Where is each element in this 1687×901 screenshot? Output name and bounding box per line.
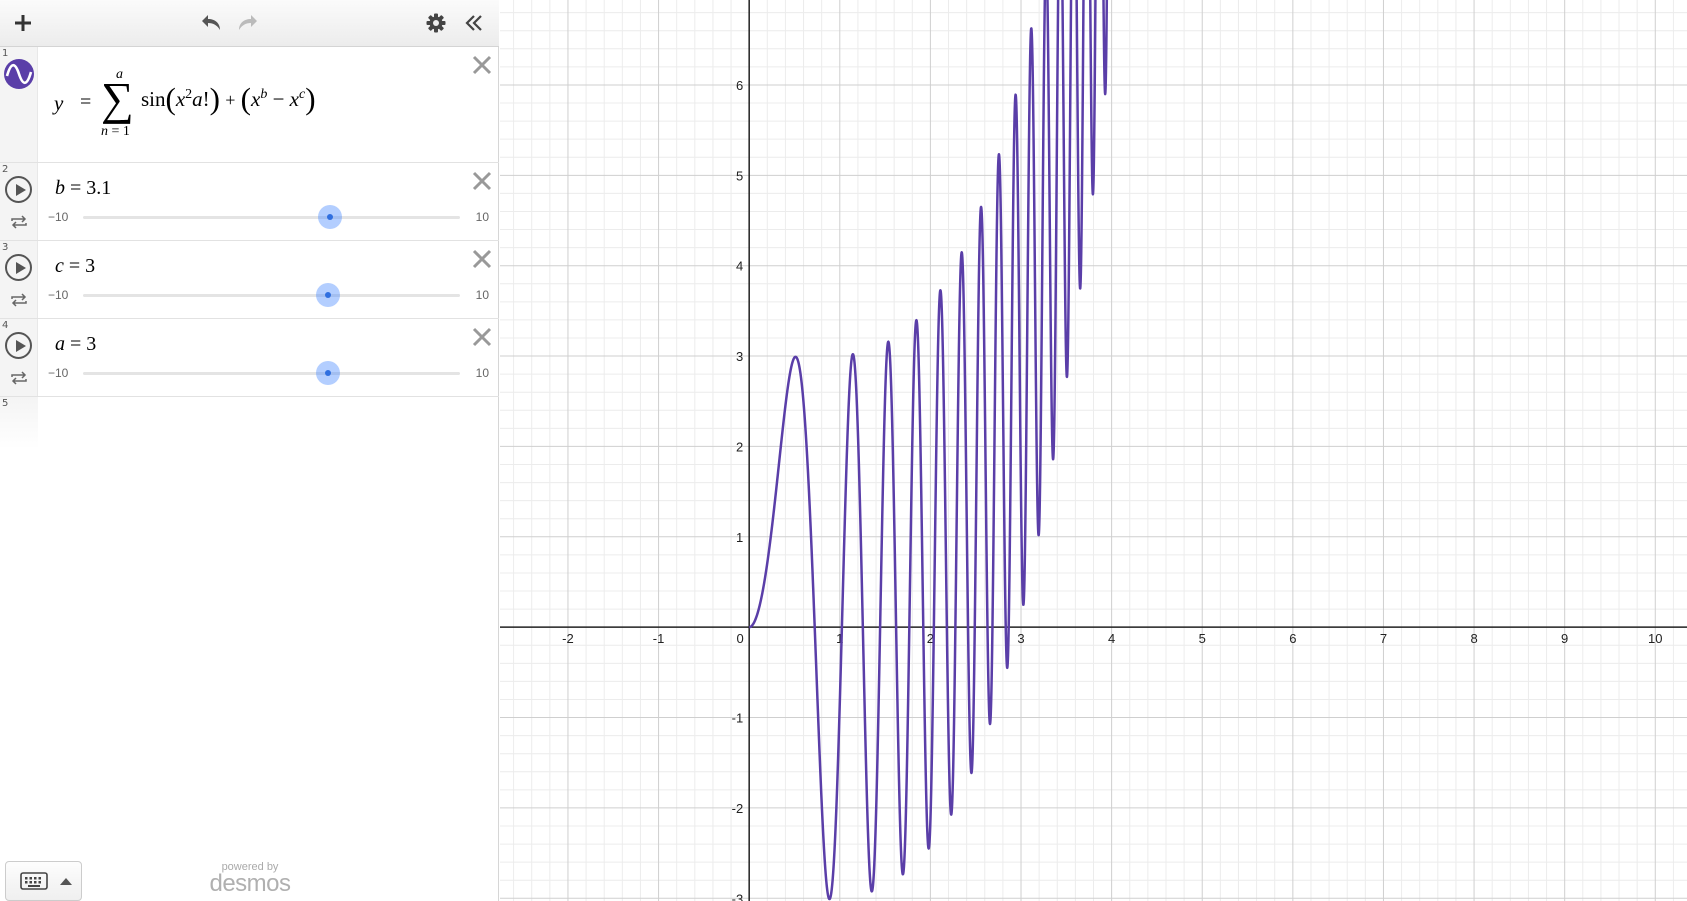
expression-item-3[interactable]: 3 c = 3 −10 10: [0, 241, 499, 319]
y-tick-label: 4: [736, 259, 743, 274]
x-tick-label: 8: [1470, 631, 1477, 646]
expression-item-2[interactable]: 2 b = 3.1 −10 10: [0, 163, 499, 241]
x-tick-label: 0: [737, 631, 744, 646]
x-tick-label: 2: [927, 631, 934, 646]
x-tick-label: 1: [836, 631, 843, 646]
expression-gutter: 2: [0, 163, 38, 240]
slider-min[interactable]: −10: [48, 210, 69, 224]
expression-list: 1 y = a ∑ n = 1 sin(x2a!) + (xb − xc): [0, 47, 499, 449]
keyboard-toggle-button[interactable]: [5, 861, 82, 901]
plus-icon[interactable]: [8, 8, 38, 38]
slider-max[interactable]: 10: [475, 210, 489, 224]
expression-formula[interactable]: y = a ∑ n = 1 sin(x2a!) + (xb − xc): [54, 67, 414, 147]
slider: −10 10: [38, 361, 499, 385]
x-tick-label: -1: [653, 631, 665, 646]
tick-labels: -2 -1 0 1 2 3 4 5 6 7 8 9 10 -3 -2 -1 1 2 3 4 5 6: [562, 78, 1662, 901]
expression-panel: 1 y = a ∑ n = 1 sin(x2a!) + (xb − xc): [0, 0, 499, 901]
expression-number: 5: [2, 398, 9, 409]
close-icon[interactable]: [471, 54, 493, 76]
slider-track[interactable]: [83, 283, 460, 307]
gear-icon[interactable]: [421, 8, 451, 38]
sum-sigma: ∑: [101, 73, 134, 124]
expression-number: 3: [2, 242, 9, 253]
close-icon[interactable]: [471, 170, 493, 192]
play-icon[interactable]: [5, 176, 32, 203]
expression-item-1[interactable]: 1 y = a ∑ n = 1 sin(x2a!) + (xb − xc): [0, 47, 499, 163]
slider-handle[interactable]: [317, 205, 342, 229]
play-icon[interactable]: [5, 332, 32, 359]
sum-upper-limit: a: [116, 67, 123, 82]
slider-formula[interactable]: b = 3.1: [55, 177, 112, 199]
function-curve[interactable]: [748, 0, 1140, 901]
y-tick-label: 1: [736, 530, 743, 545]
powered-by-text: powered by: [221, 861, 279, 873]
undo-icon[interactable]: [195, 8, 225, 38]
x-tick-label: 7: [1380, 631, 1387, 646]
expression-gutter: 5: [0, 397, 38, 449]
slider-formula[interactable]: a = 3: [55, 333, 97, 355]
slider-min[interactable]: −10: [48, 366, 69, 380]
axes: [500, 0, 1687, 901]
slider-formula[interactable]: c = 3: [55, 255, 96, 277]
close-icon[interactable]: [471, 248, 493, 270]
x-tick-label: 5: [1199, 631, 1206, 646]
graph-paper[interactable]: -2 -1 0 1 2 3 4 5 6 7 8 9 10 -3 -2 -1 1 2 3 4 5 6: [500, 0, 1687, 901]
slider-max[interactable]: 10: [475, 288, 489, 302]
loop-icon[interactable]: [10, 293, 28, 307]
formula-body: sin(x2a!) + (xb − xc): [141, 81, 316, 116]
slider-track[interactable]: [83, 205, 460, 229]
slider-max[interactable]: 10: [475, 366, 489, 380]
formula-lhs: y: [54, 91, 64, 115]
loop-icon[interactable]: [10, 215, 28, 229]
slider-min[interactable]: −10: [48, 288, 69, 302]
expression-number: 2: [2, 164, 9, 175]
redo-icon[interactable]: [234, 8, 264, 38]
y-tick-label: -2: [732, 801, 744, 816]
expression-number: 1: [2, 48, 9, 59]
loop-icon[interactable]: [10, 371, 28, 385]
expression-item-4[interactable]: 4 a = 3 −10 10: [0, 319, 499, 397]
double-chevron-left-icon[interactable]: [459, 8, 489, 38]
x-tick-label: 4: [1108, 631, 1115, 646]
expression-number: 4: [2, 320, 9, 331]
y-tick-label: 3: [736, 349, 743, 364]
expression-item-5[interactable]: 5: [0, 397, 499, 449]
slider-handle[interactable]: [316, 361, 341, 385]
expression-gutter: 4: [0, 319, 38, 396]
x-tick-label: 3: [1017, 631, 1024, 646]
caret-up-icon: [60, 878, 72, 885]
expression-toolbar: [0, 0, 499, 47]
y-tick-label: -1: [732, 711, 744, 726]
expression-gutter: 1: [0, 47, 38, 162]
keyboard-icon: [20, 872, 48, 890]
slider-handle[interactable]: [316, 283, 341, 307]
desmos-logo: desmos: [209, 870, 291, 897]
x-tick-label: -2: [562, 631, 574, 646]
y-tick-label: 6: [736, 78, 743, 93]
x-tick-label: 10: [1648, 631, 1662, 646]
close-icon[interactable]: [471, 326, 493, 348]
x-tick-label: 9: [1561, 631, 1568, 646]
x-tick-label: 6: [1289, 631, 1296, 646]
graph-wave-icon[interactable]: [4, 59, 34, 89]
powered-by-desmos[interactable]: powered by desmos: [200, 861, 300, 898]
y-tick-label: 2: [736, 439, 743, 454]
slider: −10 10: [38, 205, 499, 229]
slider-track[interactable]: [83, 361, 460, 385]
sum-lower-limit: n = 1: [101, 124, 130, 139]
play-icon[interactable]: [5, 254, 32, 281]
slider: −10 10: [38, 283, 499, 307]
y-tick-label: 5: [736, 168, 743, 183]
expression-gutter: 3: [0, 241, 38, 318]
formula-equals: =: [80, 91, 92, 113]
y-tick-label: -3: [732, 891, 744, 901]
minor-grid: [500, 0, 1687, 901]
